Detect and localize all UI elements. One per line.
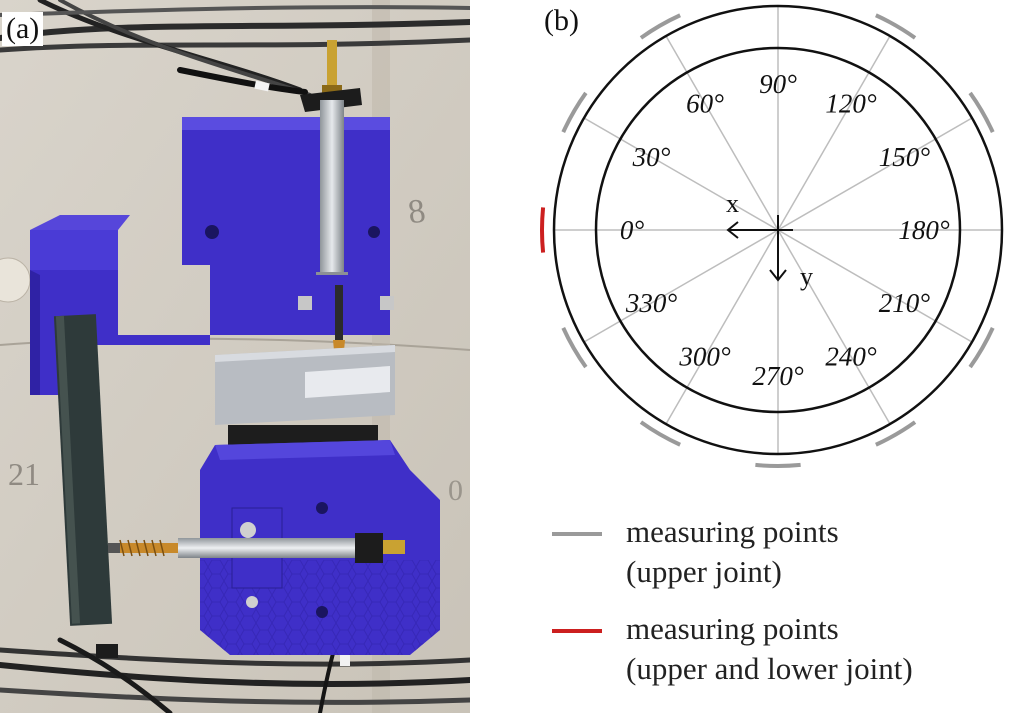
legend-line-1: measuring points: [626, 514, 839, 549]
legend-line-2: (upper and lower joint): [626, 651, 913, 686]
x-axis-label: x: [726, 189, 739, 218]
angle-label: 240°: [825, 341, 877, 371]
angle-label: 60°: [686, 89, 724, 119]
gray-legend-swatch: [552, 532, 602, 536]
legend-text: measuring points (upper and lower joint): [626, 609, 913, 689]
angle-label: 270°: [752, 361, 804, 391]
angle-label: 120°: [825, 89, 877, 119]
legend-line-1: measuring points: [626, 611, 839, 646]
horizontal-displacement-sensor: [108, 507, 405, 589]
cable-label: [254, 80, 270, 92]
angle-label: 150°: [879, 142, 931, 172]
gray-measuring-point: [875, 13, 917, 40]
measuring-point-markers: [540, 13, 995, 468]
y-axis-label: y: [800, 262, 813, 291]
angle-label: 330°: [625, 288, 678, 318]
red-legend-swatch: [552, 629, 602, 633]
gray-measuring-point: [875, 420, 917, 447]
inner-ring: [594, 46, 962, 414]
angle-label: 180°: [898, 215, 950, 245]
y-arrow-head: [769, 269, 787, 282]
gray-measuring-point: [755, 462, 801, 468]
gray-measuring-point: [639, 420, 681, 447]
legend-item-upper-joint: measuring points (upper joint): [552, 512, 839, 592]
angle-label: 210°: [879, 288, 931, 318]
angle-label: 90°: [759, 69, 797, 99]
upper-bracket: [30, 117, 390, 395]
angle-label: 300°: [678, 341, 731, 371]
red-measuring-point: [540, 207, 546, 253]
panel-label-a: (a): [2, 12, 44, 46]
measuring-points-diagram: 0° 30° 60° 90° 120°150° 180° 210°240° 270° 300°3…: [540, 4, 1004, 468]
wall-marker-21: 21: [8, 456, 40, 492]
angle-label: 30°: [632, 142, 671, 172]
gray-measuring-point: [561, 91, 588, 133]
coordinate-axes: [726, 215, 793, 282]
cable-bundle-top: [0, 0, 470, 97]
target-plate: [215, 345, 395, 445]
legend-text: measuring points (upper joint): [626, 512, 839, 592]
wall-marker-8: 8: [406, 192, 428, 231]
outer-ring: [552, 4, 1004, 456]
angle-labels: 0° 30° 60° 90° 120°150° 180° 210°240° 270° 300°3…: [620, 69, 950, 391]
sensor-setup-photo: 8 21 0: [0, 0, 470, 713]
gray-measuring-point: [639, 13, 681, 40]
photo-panel: 8 21 0: [0, 0, 470, 713]
cable-label-bottom: [340, 652, 350, 666]
gray-measuring-point: [968, 327, 995, 369]
gray-measuring-point: [561, 327, 588, 369]
angle-label: 0°: [620, 215, 645, 245]
wall-marker-0: 0: [448, 474, 463, 507]
cable-clip: [96, 644, 118, 658]
x-arrow-head: [726, 221, 739, 239]
gray-measuring-point: [968, 91, 995, 133]
diagram-panel: 0° 30° 60° 90° 120°150° 180° 210°240° 270° 300°3…: [470, 0, 1009, 713]
legend-line-2: (upper joint): [626, 554, 782, 589]
panel-label-b: (b): [544, 4, 579, 37]
legend-item-upper-lower-joint: measuring points (upper and lower joint): [552, 609, 913, 689]
